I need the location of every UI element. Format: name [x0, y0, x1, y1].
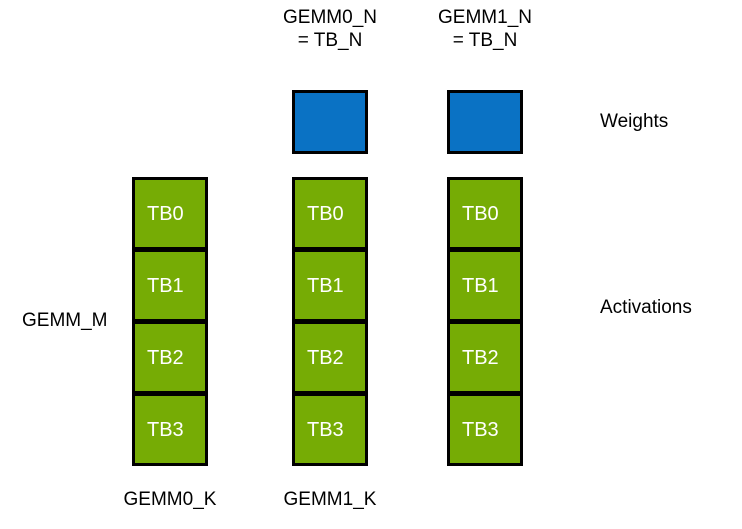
activation-cell-label: TB0 [147, 202, 184, 225]
activation-cell-label: TB2 [462, 346, 499, 369]
column-header-line2: = TB_N [297, 30, 363, 51]
column-header-line2: = TB_N [452, 30, 518, 51]
activation-cell-label: TB0 [307, 202, 344, 225]
weight-box-gemm0 [292, 90, 368, 154]
activation-cell: TB3 [292, 393, 368, 466]
activation-cell-label: TB2 [147, 346, 184, 369]
activation-cell: TB2 [292, 321, 368, 394]
activation-column-gemm1: TB0 TB1 TB2 TB3 [292, 177, 368, 466]
column-header-line1: GEMM1_N [438, 7, 532, 28]
activation-cell: TB0 [447, 177, 523, 250]
activation-cell: TB1 [292, 249, 368, 322]
axis-label-gemm1-k: GEMM1_K [283, 489, 377, 510]
activation-cell-label: TB1 [462, 274, 499, 297]
column-header-gemm1-n: GEMM1_N = TB_N [405, 6, 565, 52]
activation-cell-label: TB2 [307, 346, 344, 369]
axis-label-gemm-m: GEMM_M [22, 310, 108, 331]
column-header-line1: GEMM0_N [283, 7, 377, 28]
activation-cell: TB0 [132, 177, 208, 250]
activation-cell: TB1 [447, 249, 523, 322]
activation-cell-label: TB1 [147, 274, 184, 297]
activation-cell: TB0 [292, 177, 368, 250]
activation-cell: TB3 [447, 393, 523, 466]
activation-cell-label: TB0 [462, 202, 499, 225]
activation-cell-label: TB3 [462, 418, 499, 441]
legend-label-activations: Activations [600, 297, 692, 318]
legend-label-weights: Weights [600, 111, 669, 132]
activation-cell-label: TB3 [307, 418, 344, 441]
activation-cell-label: TB1 [307, 274, 344, 297]
activation-cell: TB2 [132, 321, 208, 394]
activation-cell: TB3 [132, 393, 208, 466]
activation-column-gemm0: TB0 TB1 TB2 TB3 [132, 177, 208, 466]
activation-cell: TB1 [132, 249, 208, 322]
column-header-gemm0-n: GEMM0_N = TB_N [250, 6, 410, 52]
activation-cell: TB2 [447, 321, 523, 394]
axis-label-gemm0-k: GEMM0_K [123, 489, 217, 510]
activation-cell-label: TB3 [147, 418, 184, 441]
activation-column-gemm2: TB0 TB1 TB2 TB3 [447, 177, 523, 466]
weight-box-gemm1 [447, 90, 523, 154]
